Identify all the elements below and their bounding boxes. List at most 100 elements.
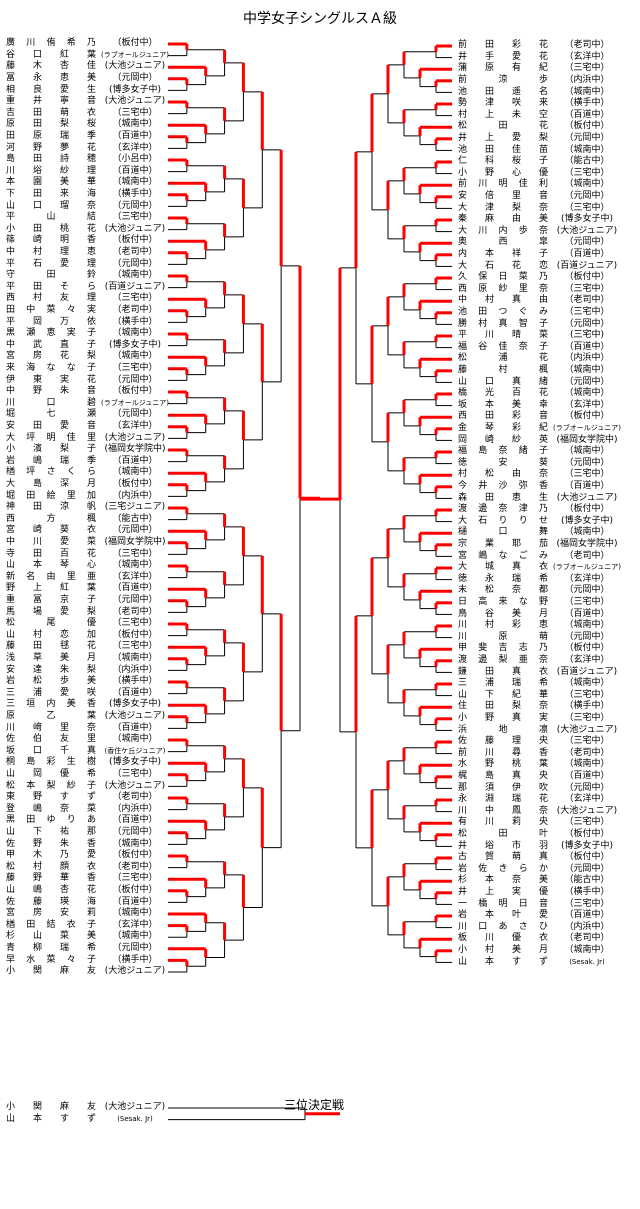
player-name: 登嶋奈菜 [6,803,96,814]
entry-row: 徳永瑞希（玄洋中） [458,574,623,586]
entry-row: 平山結（三宅中） [6,212,171,224]
entry-row: 井﨏市羽(博多女子中) [458,841,623,853]
entry-row: 前川明佳利（城南中） [458,179,623,191]
entry-row: 山本琴心（城南中） [6,560,171,572]
player-name: 堀七瀬 [6,409,96,420]
player-name: 小野心優 [458,167,548,178]
entry-row: 鳥谷美月（百道中） [458,609,623,621]
team-name: （元岡中） [564,782,610,793]
player-name: 山本すず [458,956,548,967]
player-name: 大島深月 [6,479,96,489]
team-name: （城南中） [112,328,158,339]
team-name: （三宅中） [564,307,610,317]
entry-row: 平川晴菜(三宅中) [458,330,623,342]
team-name: (博多女子中) [108,757,162,768]
entry-row: 奥西皐（元岡中） [458,237,623,249]
team-name: (大池ジュニア) [556,724,618,735]
team-name: (大池ジュニア) [104,96,166,107]
team-name: （三宅中） [564,597,610,607]
team-name: （玄洋中） [564,794,610,805]
player-name: 山本すず [6,1113,96,1124]
player-name: 川﨏紗理 [6,165,96,176]
entry-row: 大石りりせ(博多女子中) [458,516,623,528]
player-name: 樋口舞 [458,527,548,538]
player-name: 佐藤理央 [458,736,548,747]
player-name: 吉田萌衣 [6,107,96,118]
entry-row: 谷口紅葉(ラブオールジュニア) [6,50,171,62]
player-name: 小村美月 [458,945,548,955]
entry-row: 井手愛花（玄洋中） [458,52,623,64]
entry-row: 前涼歩（内浜中） [458,75,623,87]
entry-row: 岩嶋瑞季（百道中） [6,456,171,468]
team-name: (ラブオールジュニア) [101,50,169,59]
team-name: （小呂中） [112,154,158,165]
entry-row: 河野夢花（玄洋中） [6,143,171,155]
player-name: 勢津咲来 [458,98,548,109]
team-name: （横手中） [564,701,610,712]
team-name: （百道中） [112,165,158,176]
player-name: 甲木乃愛 [6,850,96,861]
player-name: 松浦花 [458,353,548,364]
team-name: （城南中） [112,653,158,663]
entry-row: 松浦花（内浜中） [458,353,623,365]
entry-row: 宮房花梨（城南中） [6,351,171,363]
team-name: （三宅中） [564,817,610,828]
team-name: (福岡女学院中) [104,444,166,455]
team-name: (Sesak. Jr) [117,1114,153,1123]
player-name: 杉本奈美 [458,875,548,886]
team-name: (福岡女学院中) [104,537,166,547]
player-name: 村上未空 [458,109,548,120]
player-name: 浅草美月 [6,653,96,663]
team-name: （百道中） [112,722,158,733]
entry-row: 大津梨奈（三宅中） [458,203,623,215]
player-name: 中村真由 [458,295,548,306]
team-name: （玄洋中） [112,919,158,930]
entry-row: 大城真衣(ラブオールジュニア) [458,562,623,574]
team-name: (大池ジュニア) [104,223,166,234]
entry-row: 浅草美月 （城南中） [6,653,171,665]
entry-row: 浜地凛(大池ジュニア) [458,725,623,737]
entry-row: 仁科桜子（能古中） [458,156,623,168]
player-name: 重井寧音 [6,96,96,107]
entry-row: 黒田ゆりあ（百道中） [6,815,171,827]
player-name: 篠崎明香 [6,235,96,246]
team-name: （三宅中） [112,769,158,779]
entry-row: 金琴彩紀(ラブオールジュニア) [458,423,623,435]
player-name: 末松奈都 [458,585,548,596]
team-name: （三宅中） [564,202,610,213]
player-name: 田中菜々実 [6,305,96,315]
entry-row: 小濱梨子(福岡女学院中) [6,444,171,456]
entry-row: 川口碧(ラブオールジュニア) [6,398,171,410]
entry-row: 三浦愛咲（百道中） [6,688,171,700]
team-name: (博多女子中) [560,214,614,225]
player-name: 井﨏市羽 [458,840,548,851]
team-name: （城南中） [112,270,158,281]
player-name: 永淵瑞花 [458,794,548,805]
player-name: 山村恋加 [6,629,96,640]
entry-row: 池田つぐみ（三宅中） [458,307,623,319]
team-name: （元岡中） [564,133,610,143]
player-name: 梶島真央 [458,771,548,781]
player-name: 佐伯友里 [6,734,96,745]
team-name: (大池ジュニア) [104,1102,166,1113]
team-name: （城南中） [564,179,610,190]
entry-row: 相良愛生(博多女子中) [6,85,171,97]
entry-row: 古賀萌真（板付中） [458,852,623,864]
entry-row: 甲木乃愛（板付中） [6,850,171,862]
entry-row: 岩松歩美（横手中） [6,676,171,688]
player-name: 坂本美幸 [458,399,548,410]
page-title: 中学女子シングルスＡ級 [243,11,397,27]
entry-row: 野上紅葉（百道中） [6,583,171,595]
team-name: （元岡中） [112,525,158,536]
team-name: （城南中） [564,446,610,457]
team-name: （元岡中） [564,585,610,596]
player-name: 廣川侑希乃 [6,38,96,49]
player-name: 東野すず [6,792,96,803]
entry-row: 原乙葉(大池ジュニア) [6,711,171,723]
player-name: 小野真実 [458,713,548,723]
team-name: （元岡中） [112,595,158,605]
entry-row: 冨永恵美（元岡中） [6,73,171,85]
entry-row: 西村友理（三宅中） [6,293,171,305]
player-name: 平田そら [6,281,96,292]
